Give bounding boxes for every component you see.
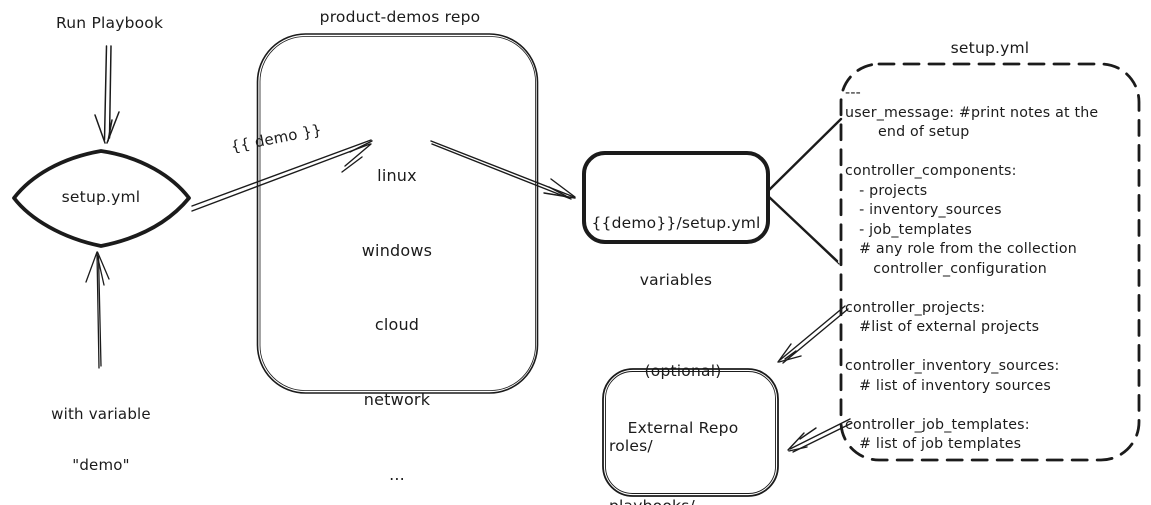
yaml-line: controller_projects:: [845, 299, 986, 316]
yaml-line: [845, 338, 1137, 358]
product-demos-repo-title: product-demos repo: [319, 8, 481, 26]
external-repo-box: [602, 368, 779, 497]
yaml-line: ---: [845, 85, 861, 101]
yaml-line: end of setup: [845, 124, 970, 140]
diamond-label: setup.yml: [61, 188, 141, 206]
diamond-setup-yml: [12, 149, 191, 248]
repo-item-linux: linux: [377, 165, 417, 185]
setup-yml-title: setup.yml: [950, 39, 1030, 57]
yaml-line: [845, 396, 1137, 416]
external-repo-title-line1: (optional): [644, 362, 722, 380]
repo-item-cloud: cloud: [374, 315, 420, 335]
external-repo-title-line2: External Repo: [627, 419, 739, 437]
variables-box-label: {{demo}}/setup.yml variables: [588, 176, 764, 328]
yaml-line: - projects: [845, 182, 928, 199]
yaml-line: # list of inventory sources: [845, 377, 1051, 394]
repo-item-more: ...: [389, 464, 405, 484]
with-variable-line1: with variable: [51, 405, 151, 423]
arrow-linux-to-variables-box: [430, 140, 576, 200]
variables-box-line1: {{demo}}/setup.yml: [591, 214, 761, 232]
yaml-line: controller_configuration: [845, 260, 1047, 277]
repo-item-network: network: [363, 390, 431, 410]
run-playbook-label: Run Playbook: [56, 14, 164, 32]
repo-item-windows: windows: [361, 240, 433, 260]
yaml-line: controller_inventory_sources:: [845, 358, 1060, 374]
with-variable-label: with variable "demo": [38, 372, 164, 505]
yaml-line: #list of external projects: [845, 319, 1040, 335]
product-demos-repo-box: [256, 33, 539, 394]
product-demos-repo-items: linux windows cloud network ...: [332, 120, 462, 505]
with-variable-line2: "demo": [72, 456, 130, 474]
arrow-job-templates-to-external-repo: [787, 418, 853, 453]
yaml-line: controller_components:: [845, 163, 1017, 179]
setup-yml-content: --- user_message: #print notes at the en…: [845, 84, 1137, 455]
yaml-line: - inventory_sources: [845, 202, 1002, 218]
yaml-line: [845, 143, 1137, 163]
external-repo-item-playbooks: playbooks/: [609, 495, 695, 505]
yaml-line: # list of job templates: [845, 436, 1022, 452]
arrow-run-playbook-to-diamond: [94, 45, 120, 144]
external-repo-item-roles: roles/: [609, 436, 653, 455]
arrow-demo-to-linux: [191, 139, 373, 212]
arrow-projects-to-external-repo: [777, 305, 849, 364]
external-repo-content: roles/ playbooks/ ....: [609, 398, 695, 505]
yaml-line: user_message: #print notes at the: [845, 104, 1099, 121]
connector-variables-to-setup-yml: [766, 117, 843, 265]
setup-yml-dashed-box: [839, 62, 1141, 462]
arrow-with-variable-to-diamond: [85, 251, 110, 369]
yaml-line: - job_templates: [845, 221, 972, 238]
external-repo-title: (optional) External Repo: [610, 324, 756, 476]
yaml-line: # any role from the collection: [845, 241, 1077, 257]
variables-box-line2: variables: [639, 271, 713, 289]
yaml-line: [845, 279, 1137, 299]
yaml-line: controller_job_templates:: [845, 416, 1030, 433]
